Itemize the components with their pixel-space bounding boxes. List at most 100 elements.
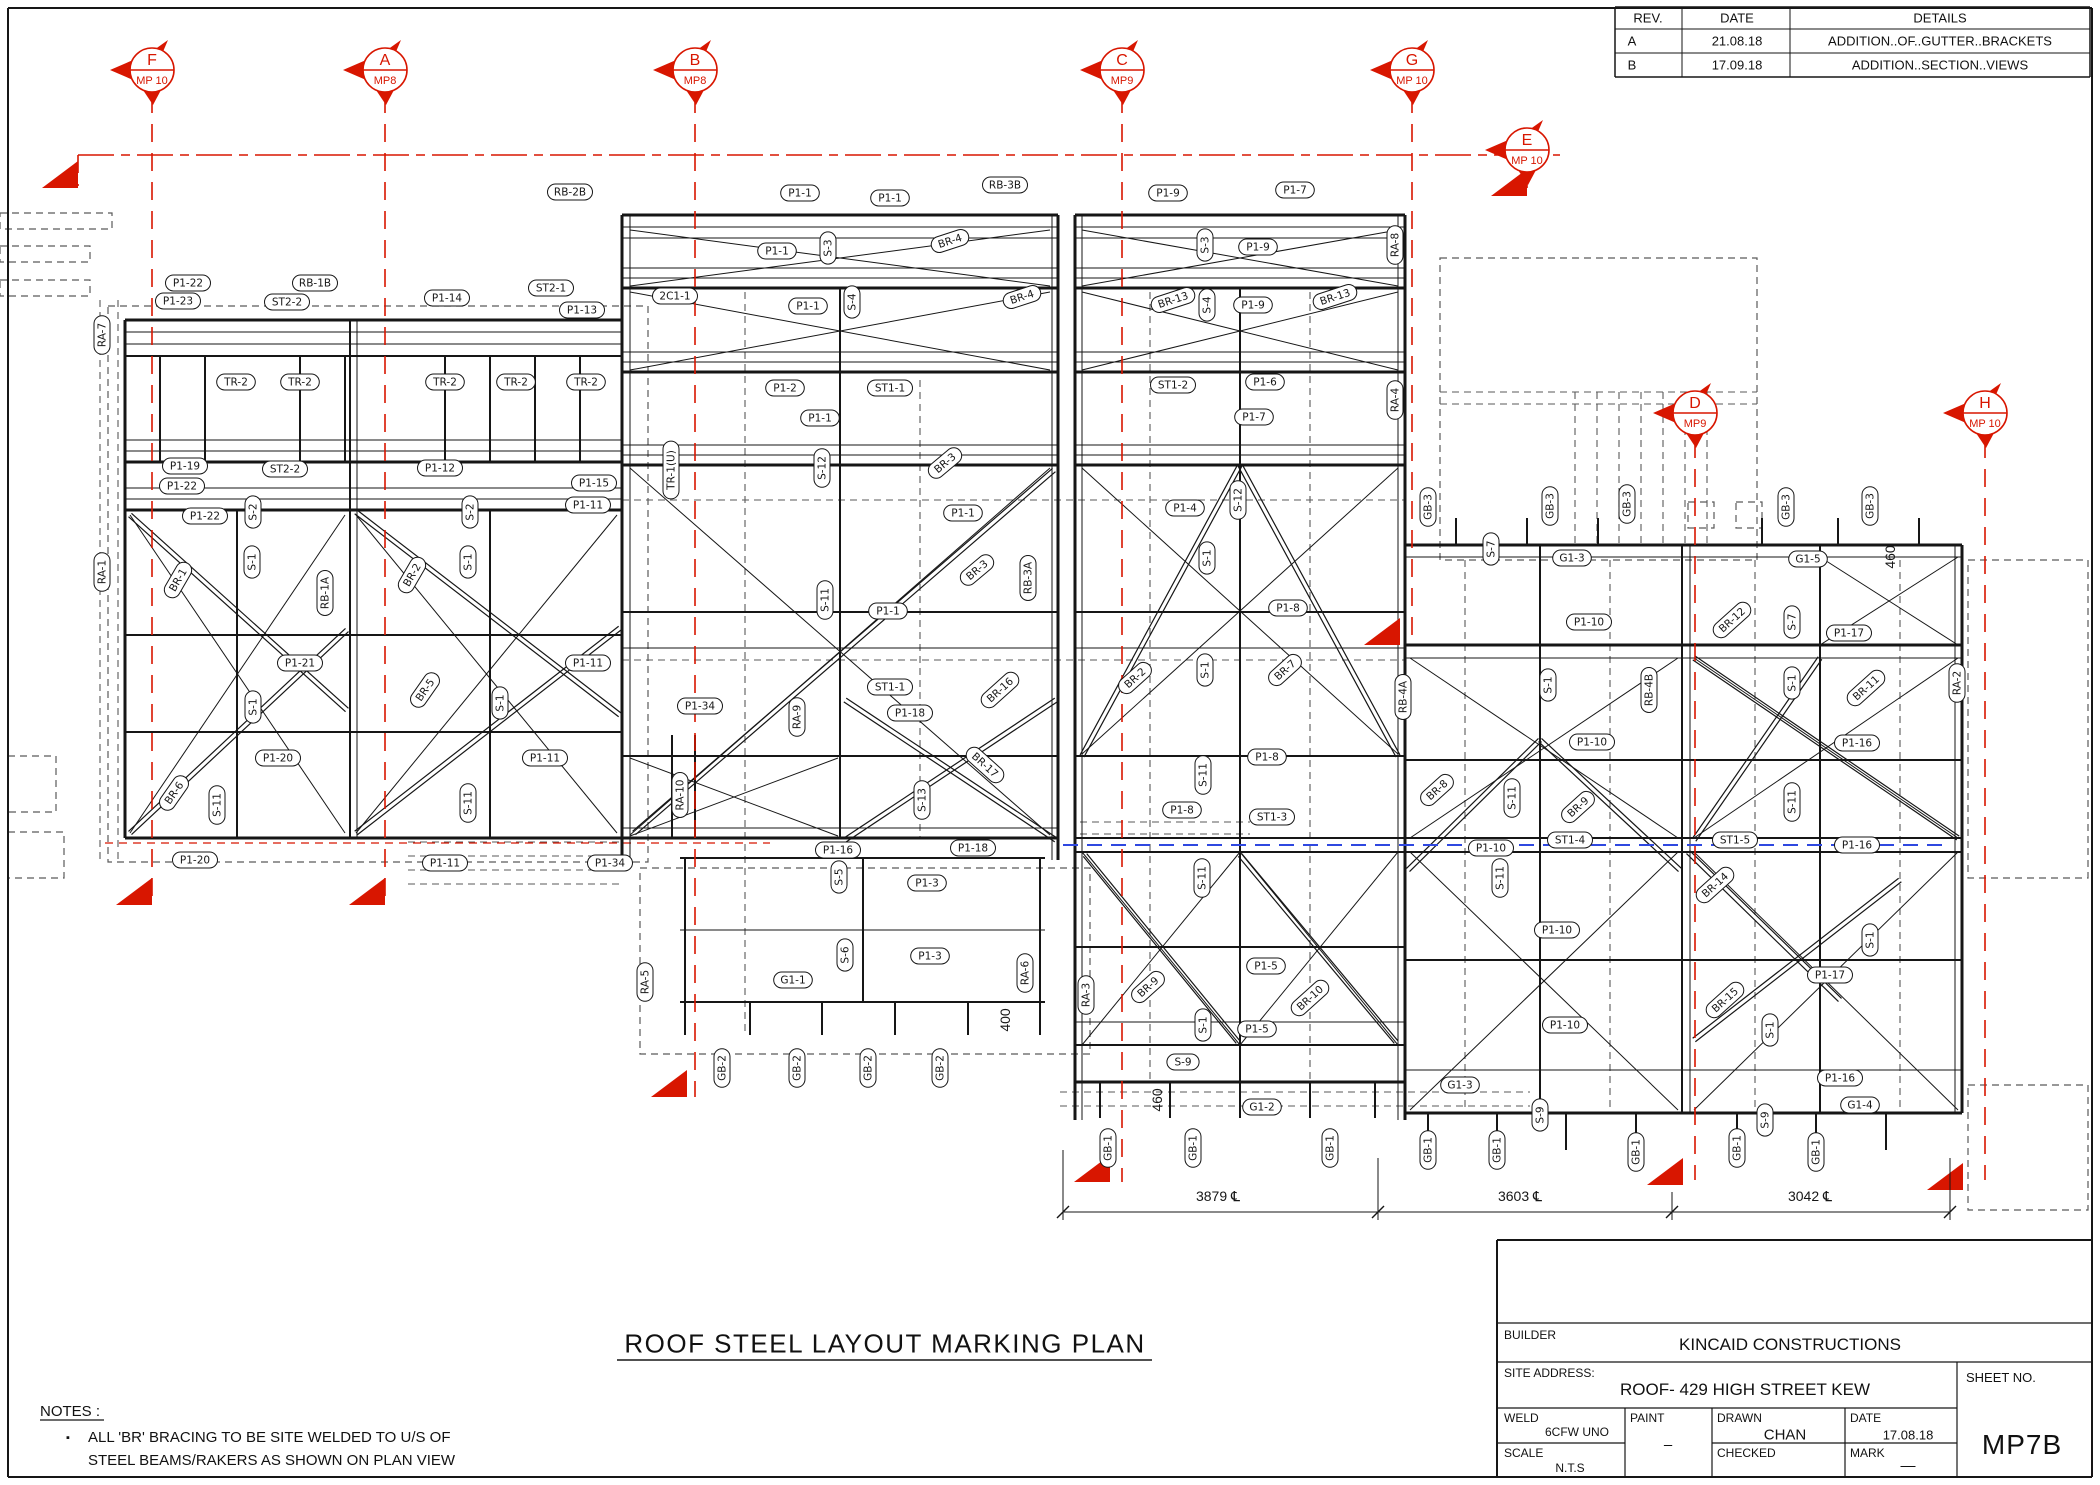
svg-text:S-7: S-7 [1787,613,1799,630]
details-col-header: DETAILS [1913,10,1967,26]
svg-text:RB-1A: RB-1A [320,576,332,609]
member-tag: TR-2 [425,373,465,391]
svg-text:S-4: S-4 [847,293,859,310]
svg-text:MP 10: MP 10 [1969,418,2001,430]
member-tag: P1-23 [155,292,201,310]
member-tag: ST1-4 [1547,831,1593,849]
member-tag: BR-13 [1312,284,1358,310]
svg-text:S-1: S-1 [1865,931,1877,948]
drawn-value: CHAN [1763,1426,1807,1444]
weld-label: WELD [1504,1411,1539,1425]
member-tag: S-11 [816,580,834,620]
member-tag: GB-2 [931,1048,949,1088]
svg-text:S-9: S-9 [1535,1106,1547,1123]
member-tag: GB-3 [1777,487,1795,527]
member-tag: RA-10 [671,772,689,818]
member-tag: S-4 [1198,288,1216,322]
svg-text:GB-3: GB-3 [1781,494,1793,520]
x-brace [1409,657,1679,839]
bracing-member [1538,741,1679,873]
builder-value: KINCAID CONSTRUCTIONS [1679,1335,1901,1354]
member-tag: G1-5 [1788,550,1828,568]
svg-text:P1-5: P1-5 [1254,961,1277,973]
member-tag: S-9 [1531,1098,1549,1132]
svg-text:P1-18: P1-18 [958,843,988,855]
svg-text:D: D [1689,395,1701,412]
member-tag: RA-1 [93,552,111,592]
svg-text:RA-6: RA-6 [1020,961,1032,986]
svg-text:P1-20: P1-20 [180,855,210,867]
x-brace [1081,851,1241,1046]
member-tag: BR-16 [980,671,1020,709]
dimension-text: 3879 ℄ [1196,1188,1240,1204]
member-tag: S-7 [1783,605,1801,639]
svg-text:S-11: S-11 [1507,786,1519,810]
member-tag: P1-21 [277,654,323,672]
member-tag: G1-1 [773,971,813,989]
svg-text:S-1: S-1 [1202,549,1214,566]
bracing-member [1241,853,1399,1041]
member-tag: P1-9 [1233,296,1273,314]
checked-label: CHECKED [1717,1446,1776,1460]
member-tag: P1-9 [1148,184,1188,202]
member-tag: P1-5 [1246,957,1286,975]
section-flag [1491,169,1527,196]
svg-text:GB-1: GB-1 [1423,1137,1435,1163]
member-tag: P1-11 [565,496,611,514]
svg-text:RA-2: RA-2 [1952,671,1964,695]
bracing-member [1237,856,1395,1044]
svg-text:MP 10: MP 10 [136,75,168,87]
bracing-member [1237,465,1397,758]
svg-text:G1-5: G1-5 [1795,554,1820,566]
member-tag: P1-19 [162,457,208,475]
bracing-member [1695,658,1823,842]
ghost-outline [1439,257,1758,561]
svg-text:P1-10: P1-10 [1476,843,1506,855]
member-tag: P1-18 [887,704,933,722]
dimension-text: 3042 ℄ [1788,1188,1832,1204]
svg-text:P1-8: P1-8 [1255,752,1278,764]
grid-marker-g: GMP 10 [1370,40,1435,105]
rev-b: B [1627,57,1637,73]
member-tag: TR-2 [566,373,606,391]
member-tag: ST1-2 [1150,376,1196,394]
member-tag: GB-1 [1807,1132,1825,1172]
member-tag: S-11 [1503,778,1521,818]
member-tag: RA-8 [1386,225,1404,265]
svg-text:TR-2: TR-2 [503,377,528,389]
member-tag: P1-34 [677,697,723,715]
member-tag: BR-9 [1131,970,1165,1004]
svg-text:ST1-3: ST1-3 [1257,812,1287,824]
svg-text:TR-2: TR-2 [287,377,312,389]
sheet-no-label: SHEET NO. [1966,1370,2036,1385]
member-tag: S-11 [208,785,226,825]
svg-text:P1-1: P1-1 [951,508,974,520]
svg-text:P1-9: P1-9 [1241,300,1264,312]
bracing-member [1082,856,1237,1044]
svg-text:P1-9: P1-9 [1246,242,1269,254]
member-tag: S-6 [836,938,854,972]
bracing-member [632,467,1053,832]
member-tag: RB-3A [1019,555,1037,601]
dimension-text: 400 [997,1008,1013,1032]
member-tag: RA-6 [1016,953,1034,993]
svg-text:RA-1: RA-1 [97,560,109,584]
svg-text:GB-3: GB-3 [1865,493,1877,519]
svg-text:P1-20: P1-20 [263,753,293,765]
ghost-outline [7,755,57,813]
svg-text:G1-3: G1-3 [1447,1080,1472,1092]
svg-text:G1-3: G1-3 [1559,553,1584,565]
member-tag: S-1 [1196,653,1214,687]
member-tag: BR-4 [1002,285,1042,309]
member-tag: GB-3 [1618,484,1636,524]
member-tag: RA-9 [788,697,806,737]
scale-label: SCALE [1504,1446,1544,1460]
svg-text:RB-4A: RB-4A [1398,680,1410,713]
svg-text:G1-1: G1-1 [780,975,805,987]
member-tag: S-11 [1783,782,1801,822]
member-tag: RA-3 [1077,975,1095,1015]
member-tag: BR-3 [927,447,963,479]
member-tag: P1-22 [182,507,228,525]
svg-text:ST1-5: ST1-5 [1720,835,1750,847]
member-tag: P1-10 [1468,839,1514,857]
